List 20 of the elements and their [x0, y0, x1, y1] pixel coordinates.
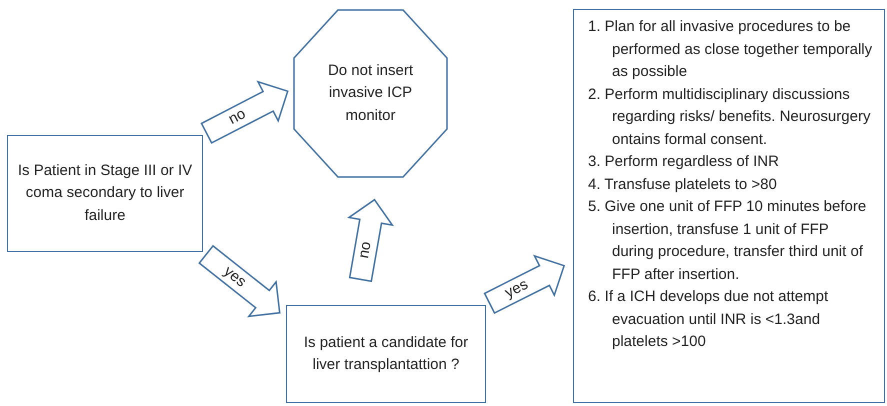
- decision-box: [286, 305, 486, 403]
- edge-label: yes: [503, 276, 532, 302]
- block-arrow: [484, 254, 566, 314]
- list-item: 2. Perform multidisciplinary discussions regarding risks/ benefits. Neurosurgery ontains formal consent.: [588, 84, 872, 150]
- node-text: Do not insert invasive ICP monitor: [326, 60, 414, 126]
- edge-label: yes: [220, 263, 249, 290]
- instruction-box: [573, 9, 885, 403]
- block-arrow: [200, 80, 289, 144]
- block-arrow: [347, 198, 394, 282]
- list-item: 5. Give one unit of FFP 10 minutes before insertion, transfuse 1 unit of FFP during procedure, transfer third unit of FFP after insertion.: [588, 197, 868, 284]
- decision-box: [7, 135, 203, 252]
- edge-label: no: [226, 106, 248, 128]
- list-item: 4. Transfuse platelets to >80: [588, 174, 778, 194]
- node-text: Is Patient in Stage III or IV coma secondary to liver failure: [16, 160, 194, 226]
- list-item: 6. If a ICH develops due not attempt evacuation until INR is <1.3and platelets >100: [588, 287, 830, 352]
- node-text: Is patient a candidate for liver transplantattion ?: [302, 332, 470, 375]
- block-arrow: [198, 244, 281, 318]
- list-item: 1. Plan for all invasive procedures to be performed as close together temporally as possible: [588, 17, 874, 82]
- list-item: 3. Perform regardless of INR: [588, 152, 780, 172]
- edge-label: no: [356, 240, 375, 260]
